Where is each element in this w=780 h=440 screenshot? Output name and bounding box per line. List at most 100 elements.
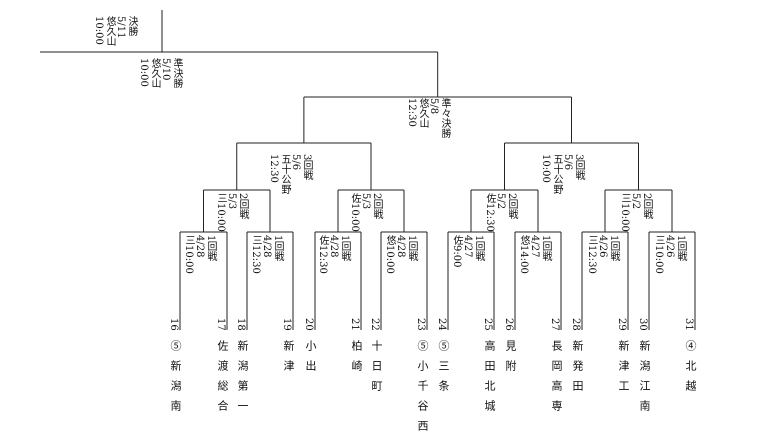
- label-line: 4/27: [462, 235, 473, 258]
- label-line: 1回戦: [339, 235, 350, 262]
- label-line: 五十公野: [279, 154, 290, 194]
- team-number: 31: [683, 318, 694, 331]
- team-name: 十日町: [370, 340, 383, 400]
- label-line: 佐12:30: [317, 235, 328, 274]
- team-name: 見附: [504, 340, 517, 380]
- label-line: 悠10:00: [384, 235, 395, 274]
- team-number: 16: [168, 318, 179, 331]
- label-line: 悠久山: [104, 16, 115, 46]
- label-line: 5/6: [290, 154, 301, 171]
- label-line: 2回戦: [237, 193, 248, 220]
- label-line: 1回戦: [272, 235, 283, 262]
- team-number: 30: [637, 318, 648, 331]
- team-number: 29: [616, 318, 627, 331]
- team-number: 19: [281, 318, 292, 331]
- label-line: 三10:00: [215, 193, 226, 232]
- label-line: 悠14:00: [518, 235, 529, 274]
- team-name: ⑤三条: [437, 340, 450, 400]
- label-line: 5/3: [360, 193, 371, 210]
- team-name: 高田北城: [483, 340, 496, 420]
- team-name: 新発田: [571, 340, 584, 400]
- team-name: 佐渡総合: [216, 340, 229, 420]
- label-line: 五十公野: [551, 154, 562, 194]
- label-line: 10:00: [540, 154, 551, 183]
- label-line: 三12:30: [586, 235, 597, 274]
- team-name: 新潟第一: [236, 340, 249, 420]
- team-number: 20: [303, 318, 314, 331]
- label-line: 5/11: [115, 16, 126, 39]
- label-line: 3回戦: [301, 154, 312, 181]
- label-line: 1回戦: [205, 235, 216, 262]
- label-line: 4/28: [328, 235, 339, 258]
- team-number: 25: [482, 318, 493, 331]
- label-line: 12:30: [406, 98, 417, 127]
- label-line: 5/2: [630, 193, 641, 210]
- team-number: 28: [570, 318, 581, 331]
- team-number: 22: [369, 318, 380, 331]
- team-name: 小出: [304, 340, 317, 380]
- team-name: ⑤新潟南: [169, 340, 182, 420]
- label-line: 4/28: [261, 235, 272, 258]
- label-line: 三10:00: [653, 235, 664, 274]
- label-line: 佐9:00: [451, 235, 462, 268]
- label-line: 4/26: [664, 235, 675, 258]
- label-line: 2回戦: [641, 193, 652, 220]
- label-line: 三12:30: [250, 235, 261, 274]
- label-line: 12:30: [268, 154, 279, 183]
- team-number: 21: [349, 318, 360, 331]
- label-line: 1回戦: [675, 235, 686, 262]
- team-name: 柏崎: [350, 340, 363, 380]
- label-line: 悠久山: [417, 98, 428, 128]
- label-line: 佐10:00: [349, 193, 360, 232]
- team-number: 24: [436, 318, 447, 331]
- label-line: 悠久山: [149, 58, 160, 88]
- team-number: 18: [235, 318, 246, 331]
- team-name: 新津工: [617, 340, 630, 400]
- label-line: 三10:00: [183, 235, 194, 274]
- team-name: 新津: [282, 340, 295, 380]
- label-line: 2回戦: [506, 193, 517, 220]
- label-line: 佐12:30: [484, 193, 495, 232]
- team-number: 27: [549, 318, 560, 331]
- label-line: 1回戦: [473, 235, 484, 262]
- label-line: 4/27: [529, 235, 540, 258]
- label-line: 10:00: [138, 58, 149, 87]
- label-line: 5/3: [226, 193, 237, 210]
- label-line: 1回戦: [406, 235, 417, 262]
- label-line: 4/28: [194, 235, 205, 258]
- team-name: 新潟江南: [638, 340, 651, 420]
- label-line: 2回戦: [371, 193, 382, 220]
- label-line: 5/10: [160, 58, 171, 81]
- label-line: 10:00: [93, 16, 104, 45]
- label-line: 準々決勝: [439, 98, 450, 138]
- team-number: 26: [503, 318, 514, 331]
- label-line: 決勝: [126, 16, 137, 36]
- team-number: 17: [215, 318, 226, 331]
- team-number: 23: [415, 318, 426, 331]
- label-line: 準決勝: [171, 58, 182, 88]
- label-line: 5/8: [428, 98, 439, 115]
- label-line: 4/28: [395, 235, 406, 258]
- label-line: 1回戦: [540, 235, 551, 262]
- label-line: 三10:00: [619, 193, 630, 232]
- team-name: 長岡高専: [550, 340, 563, 420]
- label-line: 5/6: [562, 154, 573, 171]
- team-name: ⑤小千谷西: [416, 340, 429, 440]
